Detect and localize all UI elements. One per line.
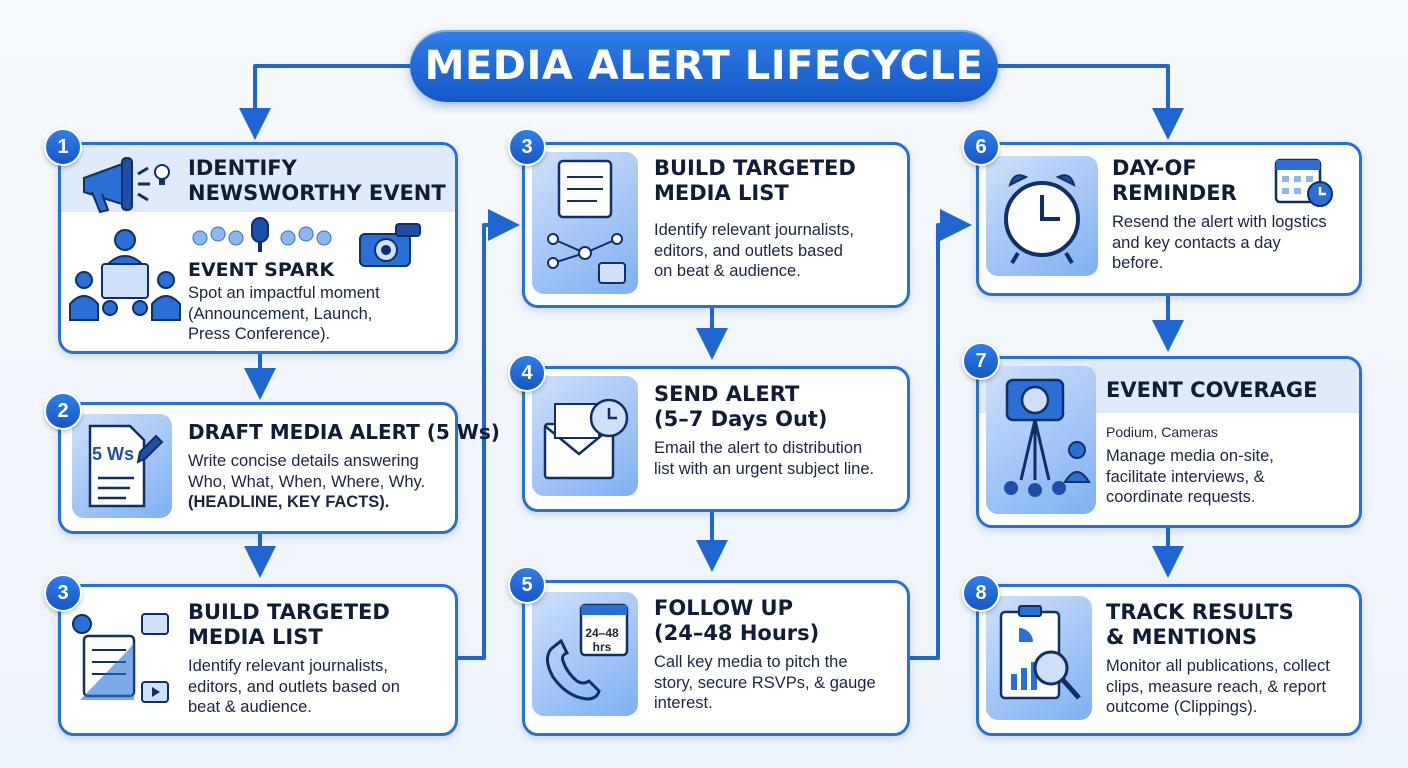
step-description: Spot an impactful moment (Announcement, …: [188, 284, 380, 343]
media-list-icon: [72, 613, 169, 703]
alarm-clock-icon: [1004, 174, 1080, 265]
page-title: MEDIA ALERT LIFECYCLE: [410, 30, 998, 102]
step-title: SEND ALERT (5–7 Days Out): [654, 382, 828, 431]
icon-label-5ws: 5 Ws: [92, 444, 135, 464]
step-description: Call key media to pitch the story, secur…: [654, 653, 876, 712]
arrow-left-to-middle: [453, 209, 520, 660]
arrow-title-to-step6: [998, 64, 1184, 140]
step-title: BUILD TARGETED MEDIA LIST: [188, 600, 390, 649]
step-title: FOLLOW UP (24–48 Hours): [654, 596, 820, 645]
icon-tile: [986, 366, 1096, 514]
step-number-badge: 6: [962, 128, 1000, 166]
icon-label-hours: 24–48 hrs: [585, 626, 619, 654]
step-title: EVENT COVERAGE: [1106, 378, 1318, 402]
contact-network-icon: [547, 159, 626, 284]
step-number-badge: 2: [44, 392, 82, 430]
step-description: Manage media on-site, facilitate intervi…: [1106, 447, 1274, 506]
step-description: Resend the alert with logstics and key c…: [1112, 213, 1327, 272]
step-number-badge: 7: [962, 342, 1000, 380]
email-clock-icon: [543, 398, 629, 480]
step-subtitle: EVENT SPARK: [188, 259, 335, 281]
step-number-badge: 5: [508, 566, 546, 604]
camera-tripod-icon: [1004, 378, 1091, 497]
step-description: Write concise details answering Who, Wha…: [188, 452, 426, 491]
step-description: Monitor all publications, collect clips,…: [1106, 657, 1330, 716]
document-pen-icon: [88, 424, 164, 508]
step-title: DAY-OF REMINDER: [1112, 156, 1237, 205]
step-number-badge: 3: [508, 128, 546, 166]
step-number-badge: 1: [44, 128, 82, 166]
step-description: Identify relevant journalists, editors, …: [188, 657, 400, 716]
megaphone-icon: [83, 157, 170, 214]
step-note: Podium, Cameras: [1106, 424, 1219, 440]
step-title: TRACK RESULTS & MENTIONS: [1106, 600, 1294, 649]
step-title: DRAFT MEDIA ALERT (5 Ws): [188, 420, 500, 444]
icon-tile: [986, 596, 1092, 720]
press-conference-icon: [69, 229, 181, 321]
arrow-middle-to-right: [905, 209, 972, 660]
report-magnifier-icon: [999, 605, 1081, 700]
step-number-badge: 4: [508, 354, 546, 392]
step-number-badge: 8: [962, 574, 1000, 612]
icon-tile: [986, 156, 1098, 276]
step-description: Identify relevant journalists, editors, …: [654, 221, 854, 280]
step-title: IDENTIFY NEWSWORTHY EVENT: [188, 156, 446, 205]
calendar-clock-icon: [1274, 158, 1333, 207]
step-description: Email the alert to distribution list wit…: [654, 439, 875, 478]
step-emphasis: (HEADLINE, KEY FACTS).: [188, 493, 390, 511]
arrow-title-to-step1: [239, 64, 410, 140]
icon-tile: [532, 592, 638, 716]
step-title: BUILD TARGETED MEDIA LIST: [654, 156, 856, 205]
icon-tile: [532, 376, 638, 496]
phone-calendar-icon: [546, 603, 629, 701]
video-camera-icon: [359, 223, 421, 267]
icon-tile: [72, 414, 172, 518]
crowd-microphone-icon: [192, 217, 332, 252]
step-number-badge: 3: [44, 574, 82, 612]
icon-tile: [532, 152, 638, 294]
